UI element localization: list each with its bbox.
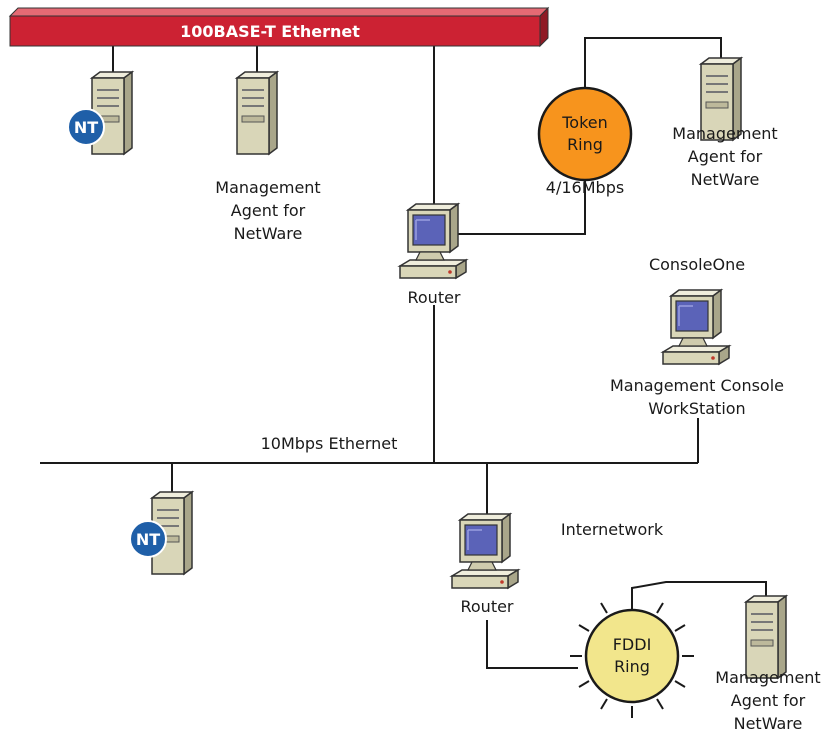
svg-text:NetWare: NetWare bbox=[734, 714, 803, 733]
svg-text:NetWare: NetWare bbox=[691, 170, 760, 189]
agent-server-fddi bbox=[745, 595, 787, 679]
agent-label-fddi: Management Agent for NetWare bbox=[715, 668, 820, 733]
internetwork-label: Internetwork bbox=[561, 520, 664, 539]
console-workstation bbox=[662, 289, 730, 365]
console-title: ConsoleOne bbox=[649, 255, 745, 274]
router-upper-label: Router bbox=[407, 288, 460, 307]
router-lower bbox=[451, 513, 519, 589]
nt-server-top: NT bbox=[67, 71, 133, 155]
nt-server-bottom: NT bbox=[129, 491, 193, 575]
agent-label-token: Management Agent for NetWare bbox=[672, 124, 777, 189]
top-bus-label: 100BASE-T Ethernet bbox=[180, 22, 360, 41]
router-to-token-ring-wire bbox=[456, 180, 586, 235]
svg-text:FDDI: FDDI bbox=[613, 635, 652, 654]
svg-text:Agent for: Agent for bbox=[731, 691, 806, 710]
fddi-ring: FDDI Ring bbox=[570, 594, 694, 718]
router-upper bbox=[399, 203, 467, 279]
token-ring-speed: 4/16Mbps bbox=[546, 178, 624, 197]
nt-badge-bottom: NT bbox=[129, 520, 167, 558]
svg-text:Management: Management bbox=[672, 124, 777, 143]
svg-text:Agent for: Agent for bbox=[688, 147, 763, 166]
console-label: Management Console WorkStation bbox=[610, 376, 784, 418]
lower-router-to-fddi-wire bbox=[486, 620, 578, 669]
svg-text:NT: NT bbox=[74, 118, 98, 137]
token-ring-to-agent-wire bbox=[584, 37, 722, 90]
nt-badge-top: NT bbox=[67, 108, 105, 146]
svg-text:Ring: Ring bbox=[567, 135, 603, 154]
svg-text:Management Console: Management Console bbox=[610, 376, 784, 395]
svg-text:Token: Token bbox=[561, 113, 608, 132]
token-ring: Token Ring bbox=[537, 86, 633, 182]
top-ethernet-bus: 100BASE-T Ethernet bbox=[8, 6, 550, 48]
svg-text:NetWare: NetWare bbox=[234, 224, 303, 243]
router-lower-label: Router bbox=[460, 597, 513, 616]
agent-server-top bbox=[236, 71, 278, 155]
agent-label-top: Management Agent for NetWare bbox=[215, 178, 320, 243]
svg-text:Management: Management bbox=[715, 668, 820, 687]
svg-text:Agent for: Agent for bbox=[231, 201, 306, 220]
svg-text:WorkStation: WorkStation bbox=[648, 399, 745, 418]
svg-text:NT: NT bbox=[136, 530, 160, 549]
svg-text:Management: Management bbox=[215, 178, 320, 197]
svg-text:Ring: Ring bbox=[614, 657, 650, 676]
bottom-bus-label: 10Mbps Ethernet bbox=[261, 434, 398, 453]
